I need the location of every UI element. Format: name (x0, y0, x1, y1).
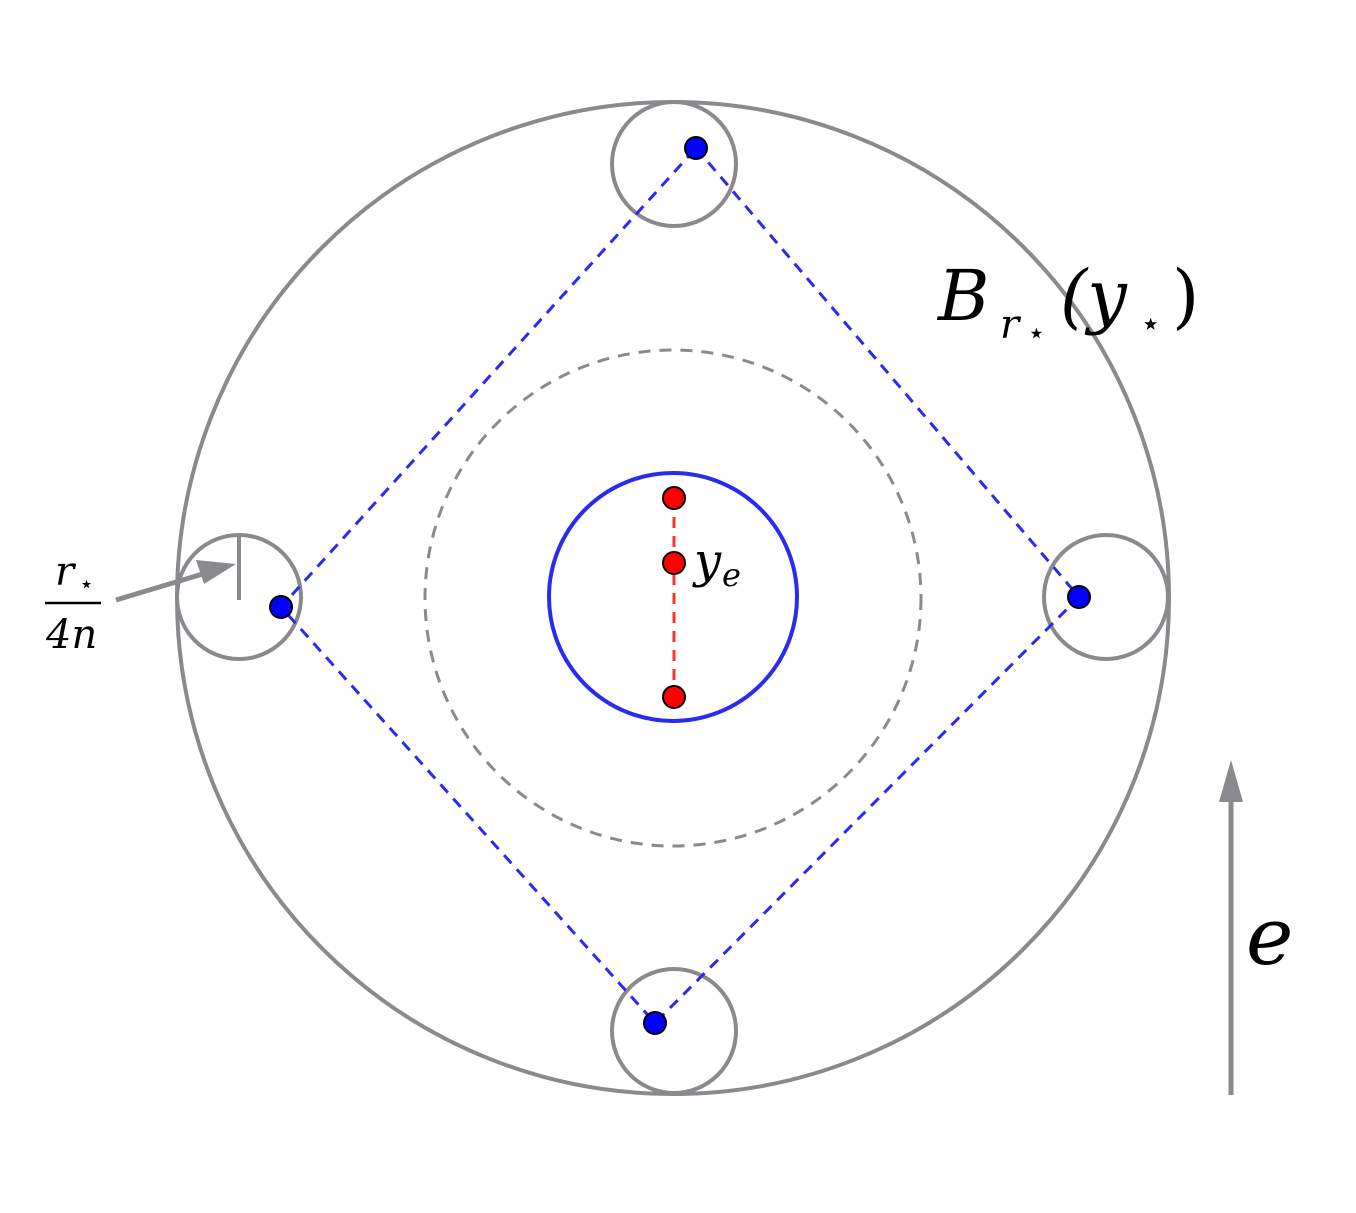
red-point-bottom (662, 685, 686, 709)
direction-arrow-head (1219, 760, 1243, 802)
small-circle-bottom (610, 967, 738, 1095)
ball-label-paren-open: (y (1060, 255, 1128, 337)
inner-blue-circle (547, 471, 799, 723)
middle-dashed-circle (423, 348, 923, 848)
ball-label-base: B (936, 255, 989, 337)
ye-label-base: y (692, 533, 722, 589)
small-circle-right (1042, 533, 1170, 661)
ball-label-paren-star: ⋆ (1140, 304, 1161, 344)
fraction-numerator: r (55, 549, 77, 595)
red-point-center (662, 551, 686, 575)
direction-label: e (1246, 890, 1293, 983)
ball-label-sub-star: ⋆ (1027, 316, 1046, 351)
small-circle-top (610, 100, 738, 228)
ye-label: y e (692, 533, 741, 594)
radius-fraction-label: r ⋆ 4n (45, 549, 101, 658)
fraction-numerator-star: ⋆ (79, 570, 94, 598)
red-point-top (662, 486, 686, 510)
small-circle-left (175, 533, 303, 661)
fraction-denominator: 4n (45, 612, 97, 658)
ball-label-paren-close: ) (1172, 255, 1199, 337)
blue-point-right (1067, 585, 1091, 609)
blue-point-left (269, 595, 293, 619)
ball-label: B r ⋆ (y ⋆ ) (936, 255, 1199, 351)
blue-point-bottom (643, 1011, 667, 1035)
radius-pointer-arrowhead (196, 560, 236, 584)
ye-label-sub: e (722, 556, 741, 594)
ball-label-sub: r (1000, 302, 1022, 348)
blue-point-top (684, 136, 708, 160)
